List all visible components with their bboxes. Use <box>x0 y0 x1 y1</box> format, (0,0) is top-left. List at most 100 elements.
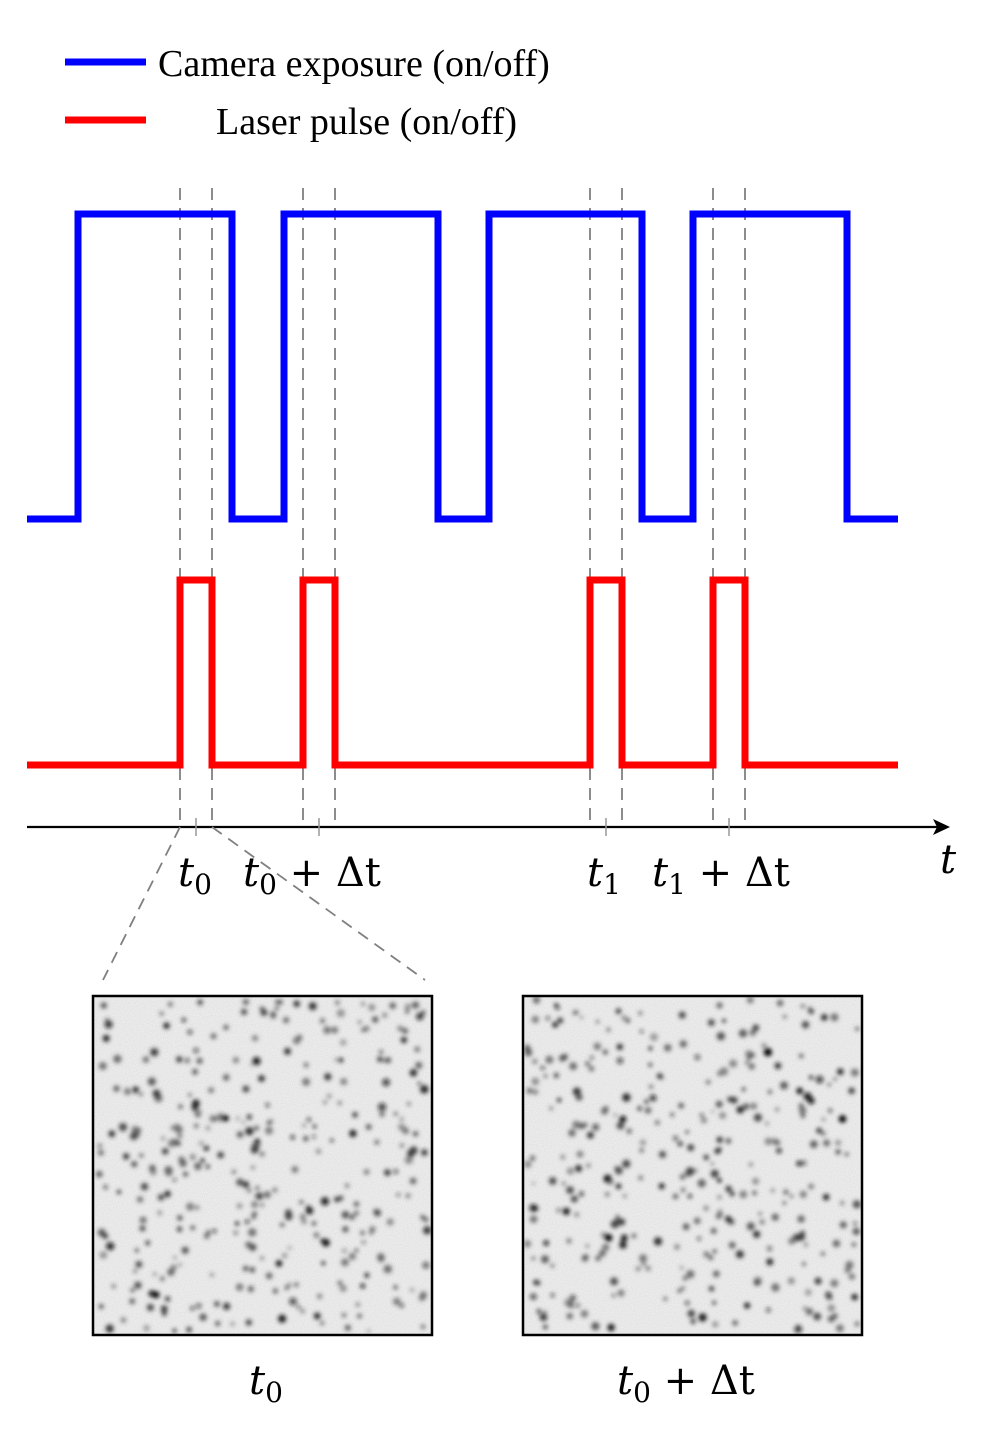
particle-dot <box>178 1104 183 1109</box>
particle-dot <box>530 1293 537 1300</box>
particle-dot <box>236 1178 244 1186</box>
particle-dot <box>800 1114 805 1118</box>
particle-dot <box>159 1011 164 1016</box>
particle-dot <box>163 1022 170 1029</box>
particle-dot <box>797 1232 806 1241</box>
particle-dot <box>363 1169 370 1175</box>
label-t1: t1 <box>587 850 621 901</box>
particle-dot <box>764 1121 770 1126</box>
particle-dot <box>615 1183 622 1190</box>
particle-dot <box>131 1125 139 1134</box>
particle-dot <box>631 1233 637 1239</box>
particle-dot <box>585 1244 590 1248</box>
particle-dot <box>349 1129 357 1138</box>
particle-dot <box>321 1238 330 1247</box>
particle-dot <box>552 1021 559 1028</box>
particle-dot <box>353 1201 360 1207</box>
particle-dot <box>139 1225 146 1232</box>
particle-dot <box>742 1103 750 1110</box>
particle-dot <box>827 1082 831 1087</box>
particle-dot <box>320 1197 330 1206</box>
particle-dot <box>135 1261 143 1268</box>
particle-dot <box>172 1328 177 1333</box>
particle-dot <box>725 1185 732 1193</box>
particle-dot <box>625 1018 631 1023</box>
particle-dot <box>283 1017 290 1024</box>
particle-dot <box>323 1100 327 1105</box>
particle-dot <box>100 1002 107 1009</box>
particle-dot <box>716 1136 723 1144</box>
particle-dot <box>131 1161 138 1168</box>
particle-dot <box>313 1232 320 1238</box>
particle-dot <box>353 1210 359 1216</box>
particle-dot <box>832 1313 838 1319</box>
particle-dot <box>855 1027 860 1031</box>
particle-dot <box>532 1058 538 1065</box>
particle-dot <box>348 1252 356 1260</box>
particle-dot <box>291 1166 299 1173</box>
particle-dot <box>670 1112 675 1117</box>
particle-dot <box>405 1009 409 1014</box>
particle-dot <box>744 1302 751 1309</box>
particle-dot <box>97 1143 103 1149</box>
particle-dot <box>700 1117 708 1124</box>
particle-dot <box>776 1147 782 1154</box>
particle-dot <box>134 1281 142 1290</box>
particle-dot <box>745 1060 749 1065</box>
particle-dot <box>615 1214 620 1220</box>
particle-dot <box>687 1144 695 1152</box>
particle-dot <box>588 1065 595 1072</box>
particle-dot <box>716 1032 726 1041</box>
particle-dot <box>393 1112 398 1116</box>
particle-dot <box>184 1057 191 1064</box>
particle-dot <box>118 1123 128 1132</box>
particle-dot <box>326 1093 332 1099</box>
particle-dot <box>337 1101 342 1105</box>
particle-dot <box>774 1062 782 1070</box>
particle-dot <box>399 1303 404 1308</box>
particle-dot <box>566 1238 572 1244</box>
time-axis-ticks <box>195 818 730 836</box>
particle-dot <box>798 1103 804 1108</box>
particle-dot <box>339 1284 347 1292</box>
particle-dot <box>616 1121 625 1130</box>
particle-dot <box>716 1002 723 1009</box>
particle-dot <box>705 1079 711 1085</box>
particle-dot <box>838 1115 847 1123</box>
particle-dot <box>150 1048 159 1057</box>
particle-dot <box>320 1018 325 1024</box>
particle-dot <box>223 1302 231 1310</box>
particle-dot <box>555 1005 560 1011</box>
particle-dot <box>245 1241 253 1249</box>
particle-dot <box>681 1189 685 1193</box>
particle-dot <box>247 1285 254 1293</box>
particle-dot <box>694 1054 701 1061</box>
particle-dot <box>177 1215 183 1221</box>
particle-dot <box>197 999 203 1006</box>
particle-dot <box>749 1029 756 1036</box>
particle-dot <box>187 1029 193 1035</box>
particle-dot <box>687 1194 692 1199</box>
particle-dot <box>620 1234 628 1242</box>
particle-dot <box>393 1297 401 1306</box>
particle-dot <box>685 1130 689 1134</box>
particle-dot <box>658 1183 665 1190</box>
particle-dot <box>423 1226 432 1235</box>
particle-dot <box>680 1286 685 1291</box>
particle-dot <box>533 1279 538 1285</box>
particle-dot <box>193 1123 199 1129</box>
particle-dot <box>134 1248 139 1253</box>
particle-dot <box>98 1062 107 1070</box>
particle-dot <box>780 1081 788 1090</box>
label-t0: t0 <box>178 850 212 901</box>
particle-dot <box>337 1280 343 1286</box>
particle-dot <box>746 1222 755 1231</box>
particle-dot <box>717 1147 722 1152</box>
particle-dot <box>800 1160 807 1166</box>
particle-dot <box>593 1042 602 1051</box>
particle-dot <box>116 1190 121 1194</box>
particle-dot <box>648 1046 653 1051</box>
particle-dot <box>302 1123 306 1128</box>
particle-dot <box>142 1056 149 1063</box>
particle-dot <box>275 1000 279 1004</box>
